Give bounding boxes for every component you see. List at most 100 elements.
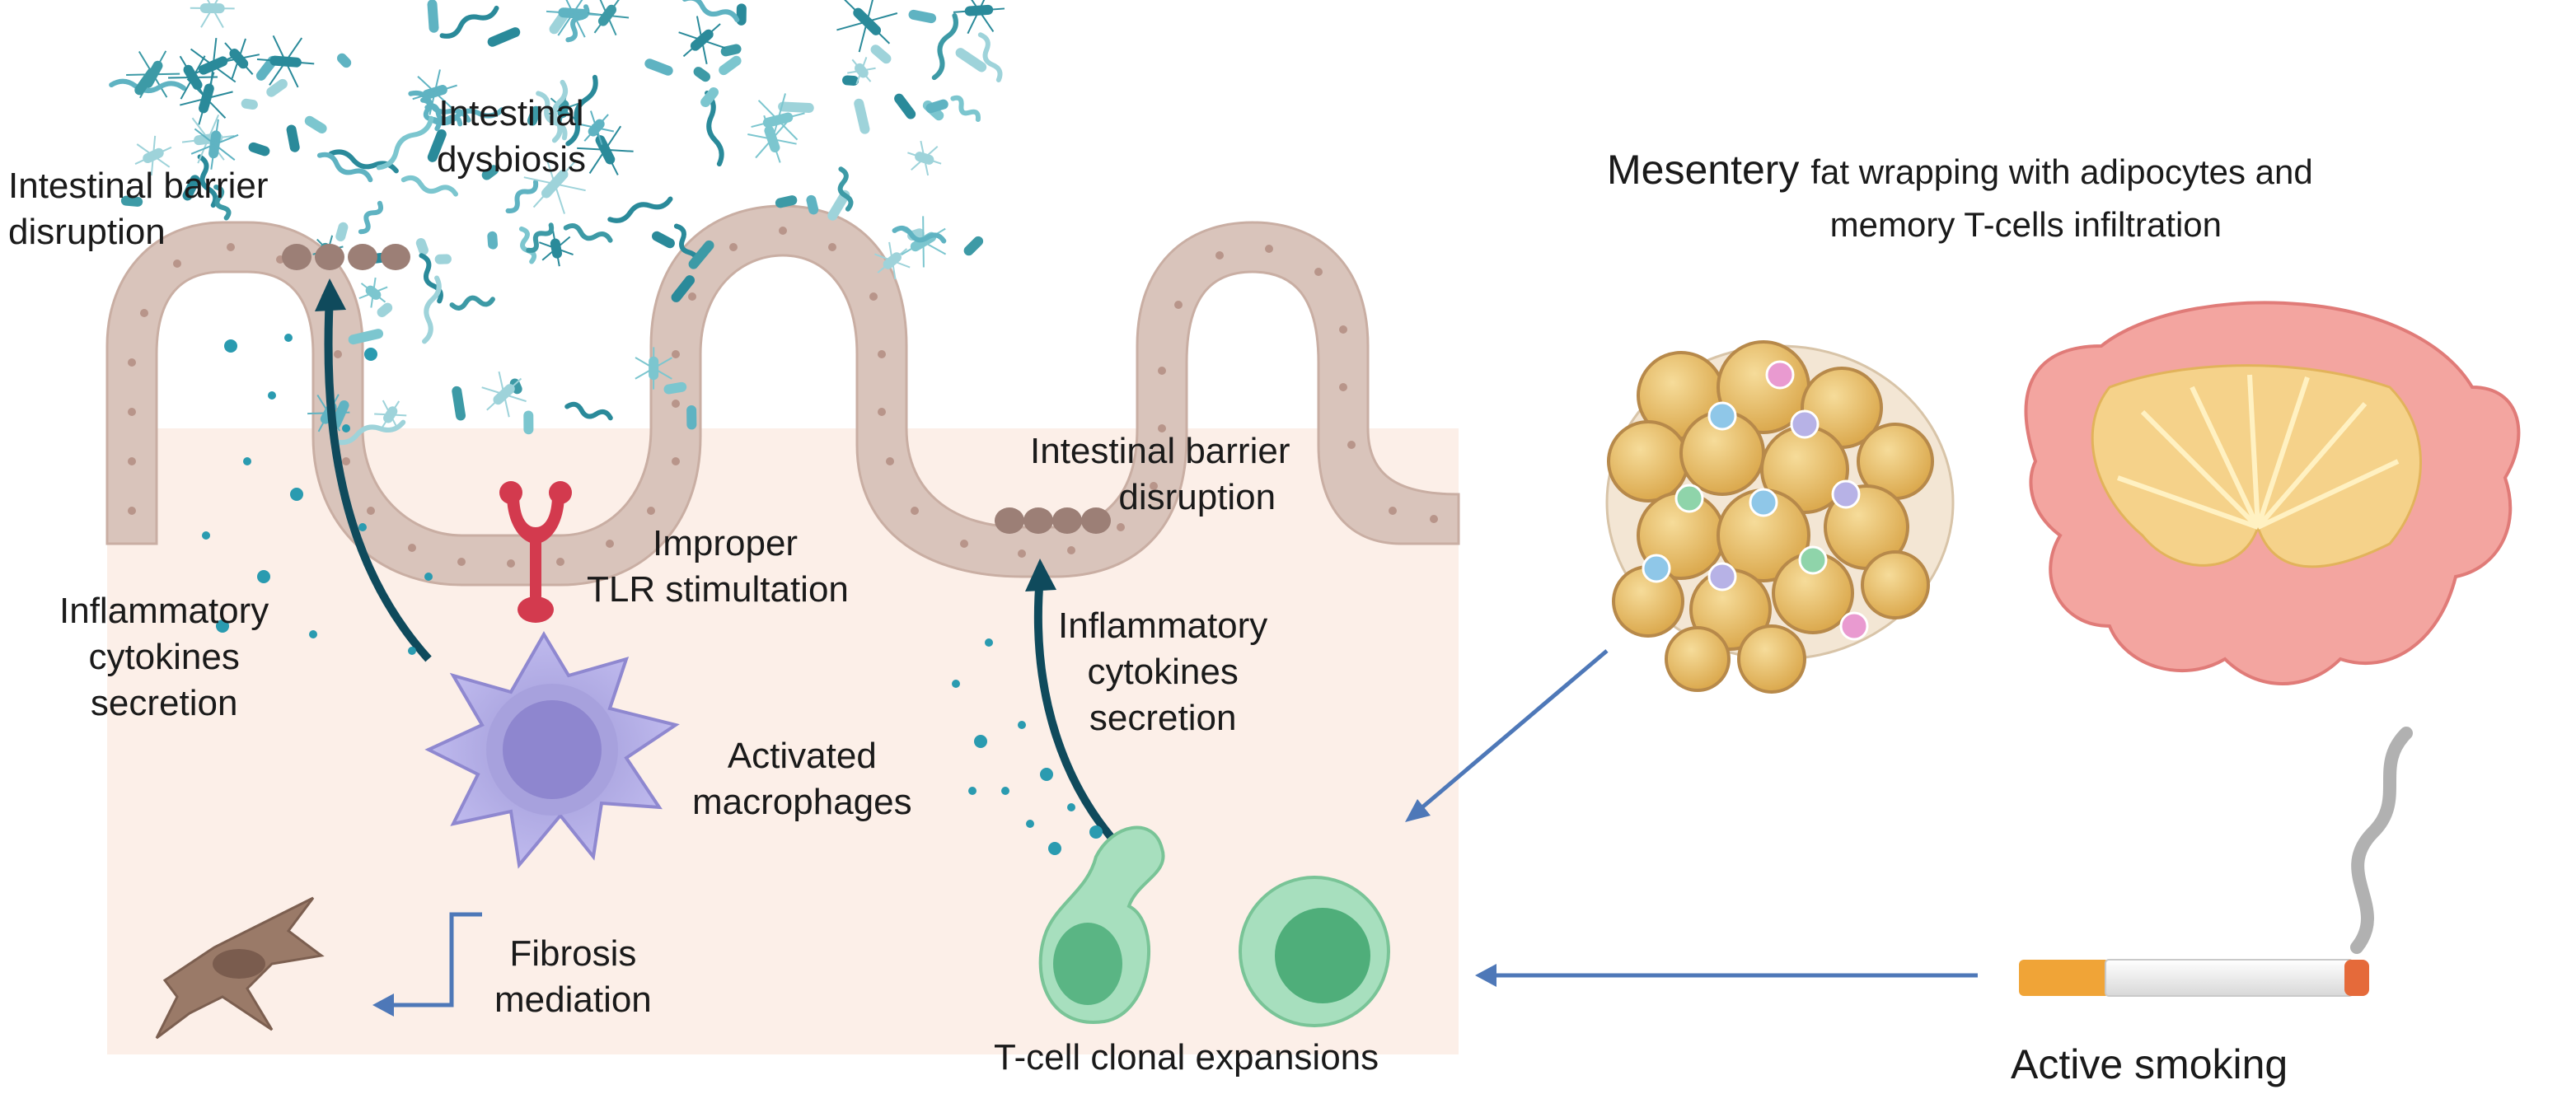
bacterium-icon xyxy=(806,194,819,215)
bacterium-icon xyxy=(134,68,157,96)
bacterium-icon xyxy=(527,105,541,126)
memory-t-cell-icon xyxy=(1831,479,1861,509)
cytokine-secretion-arrow xyxy=(324,296,432,662)
epithelium-dot xyxy=(688,292,696,301)
bacterium-icon xyxy=(518,226,537,264)
bacterium-icon xyxy=(218,38,260,79)
cytokine-dot xyxy=(1018,721,1026,729)
arrow-head-icon xyxy=(1025,559,1056,591)
label-cytokines-left: Inflammatory cytokines secretion xyxy=(59,591,269,723)
epithelium-dot xyxy=(1430,515,1438,523)
bacterium-icon xyxy=(427,0,439,33)
bacterium-icon xyxy=(908,9,937,24)
bacterium-icon xyxy=(187,37,239,94)
fibrosis-arrow xyxy=(387,912,482,1007)
arrow-head-icon xyxy=(372,993,394,1017)
cytokine-dot xyxy=(358,523,367,531)
epithelium-dot xyxy=(1389,507,1397,515)
bacterium-icon xyxy=(842,75,859,86)
bacterium-icon xyxy=(678,16,726,65)
label-t-cell-clonal: T-cell clonal expansions xyxy=(994,1037,1379,1078)
bacterium-icon xyxy=(134,135,172,176)
epithelium-dot xyxy=(128,457,136,465)
bacterium-icon xyxy=(652,231,675,249)
bacterium-icon xyxy=(424,103,463,127)
bacterium-icon xyxy=(286,124,300,152)
memory-t-cell-icon xyxy=(1765,360,1795,390)
cigarette-icon xyxy=(2019,959,2369,997)
memory-t-cell-icon xyxy=(1798,545,1828,575)
epithelium-dot xyxy=(911,507,919,515)
bacterium-icon xyxy=(197,154,218,208)
bacterium-icon xyxy=(705,91,724,167)
bacterium-icon xyxy=(847,57,876,85)
epithelium-dot xyxy=(729,243,738,251)
label-improper-tlr: Improper TLR stimultation xyxy=(587,523,849,610)
bacterium-icon xyxy=(551,79,569,143)
bacterium-icon xyxy=(536,91,568,141)
bacterium-icon xyxy=(546,0,600,38)
memory-t-cell-icon xyxy=(1839,611,1869,641)
bacterium-icon xyxy=(213,185,232,221)
bacterium-icon xyxy=(585,0,630,36)
bacterium-icon xyxy=(736,3,747,26)
bacterium-icon xyxy=(977,32,1003,82)
bacterium-icon xyxy=(348,329,384,345)
bacterium-icon xyxy=(955,48,987,72)
bacterium-icon xyxy=(358,277,388,308)
cytokine-dot xyxy=(243,457,251,465)
bacterium-icon xyxy=(925,99,948,114)
bacterium-icon xyxy=(182,175,200,201)
epithelium-dot xyxy=(1018,549,1026,558)
bacterium-icon xyxy=(449,295,495,311)
cytokine-secretion-arrow xyxy=(1033,576,1132,860)
bacterium-icon xyxy=(681,0,740,23)
tlr-receptor-icon xyxy=(499,481,572,623)
bacterium-icon xyxy=(931,12,958,81)
cytokine-dot xyxy=(985,638,993,647)
epithelium-dot xyxy=(1215,251,1224,259)
barrier-gap-icon xyxy=(995,507,1111,534)
bacterium-icon xyxy=(335,222,349,241)
bacterium-icon xyxy=(358,200,384,235)
bacterium-icon xyxy=(565,74,598,147)
epithelium-dot xyxy=(672,457,680,465)
adipocyte-cluster xyxy=(1607,340,1934,694)
bacterium-icon xyxy=(578,110,615,145)
bacterium-icon xyxy=(481,165,499,180)
tissue-background xyxy=(107,428,1459,1054)
bacterium-icon xyxy=(337,53,352,68)
bacterium-icon xyxy=(109,78,186,93)
epithelium-dot xyxy=(1117,523,1125,531)
bacterium-icon xyxy=(688,240,714,269)
bacterium-icon xyxy=(431,107,505,126)
epithelium-dot xyxy=(1314,268,1323,276)
bacterium-icon xyxy=(837,166,854,212)
bacterium-icon xyxy=(663,381,687,395)
bacterium-icon xyxy=(439,5,499,39)
t-cell-icon xyxy=(1239,876,1390,1027)
epithelium-dot xyxy=(507,559,515,568)
cytokine-dot xyxy=(968,787,977,795)
epithelium-dot xyxy=(960,540,968,548)
epithelium-dot xyxy=(672,350,680,358)
adipocyte-icon xyxy=(1861,550,1930,619)
bacterium-icon xyxy=(256,35,315,88)
cytokine-dot xyxy=(224,339,237,353)
bacterium-icon xyxy=(487,231,499,250)
memory-t-cell-icon xyxy=(1642,554,1671,583)
cytokine-dot xyxy=(952,680,960,688)
epithelium-dot xyxy=(173,259,181,268)
epithelium-dot xyxy=(1067,546,1075,554)
bacterium-icon xyxy=(190,119,239,170)
epithelium-dot xyxy=(140,309,148,317)
cytokine-dot xyxy=(408,647,416,655)
memory-t-cell-icon xyxy=(1749,488,1778,517)
bacterium-icon xyxy=(427,129,447,162)
epithelium-dot xyxy=(128,507,136,515)
smoke-icon xyxy=(2350,727,2413,954)
bacterium-icon xyxy=(686,404,697,430)
cytokine-dot xyxy=(284,334,293,342)
